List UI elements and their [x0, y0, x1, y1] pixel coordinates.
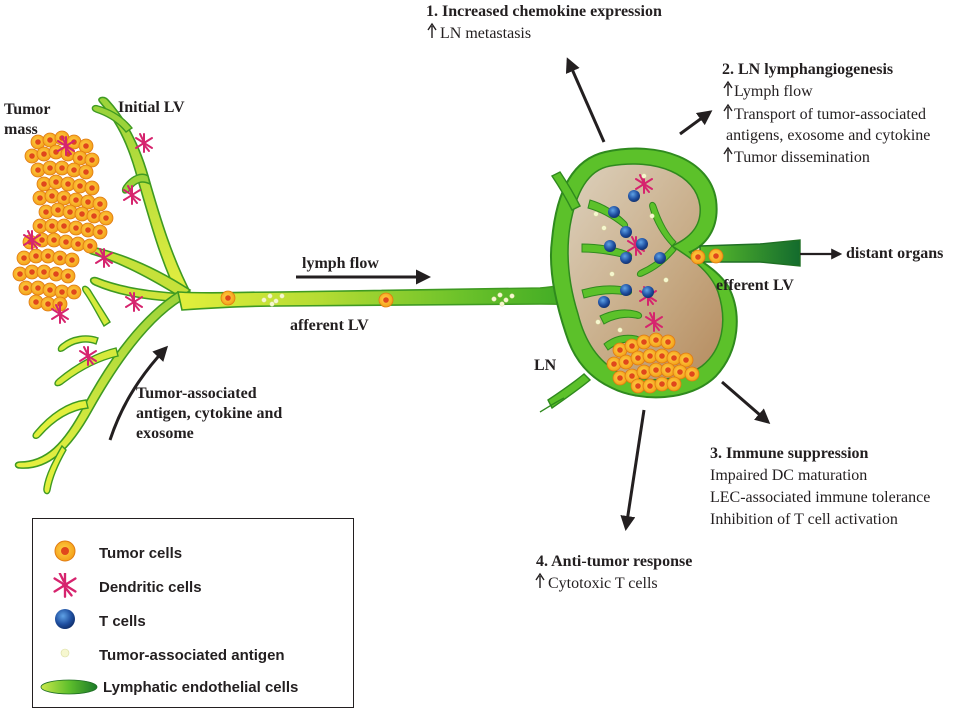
- label-afferent-lv: afferent LV: [290, 317, 369, 334]
- label-distant-organs: distant organs: [846, 245, 943, 262]
- label-tumor-antigen-2: antigen, cytokine and: [136, 405, 282, 422]
- label-tumor-mass-2: mass: [4, 121, 38, 138]
- label-ln: LN: [534, 357, 557, 374]
- effect-2-line-1: Lymph flow: [734, 83, 813, 100]
- effect-4-line-1: Cytotoxic T cells: [548, 575, 658, 592]
- effect-4: 4. Anti-tumor response Cytotoxic T cells: [535, 553, 692, 592]
- label-lymph-flow: lymph flow: [302, 255, 379, 272]
- legend-item-lec: Lymphatic endothelial cells: [33, 673, 353, 703]
- dendritic-cell-icon: [53, 573, 77, 598]
- effect-3: 3. Immune suppression Impaired DC matura…: [710, 445, 930, 528]
- effect-4-title: 4. Anti-tumor response: [536, 553, 692, 570]
- arrow-to-effect-1: [565, 57, 606, 143]
- legend: Tumor cells Dendritic cells T cells Tumo…: [32, 518, 354, 708]
- effect-2-line-3: antigens, exosome and cytokine: [726, 127, 930, 144]
- arrow-to-effect-2: [679, 110, 713, 136]
- effect-2: 2. LN lymphangiogenesis Lymph flow Trans…: [722, 61, 930, 166]
- tumor-cell-icon: [54, 540, 76, 562]
- legend-label: Dendritic cells: [99, 579, 202, 596]
- legend-item-tumor-cells: Tumor cells: [33, 539, 353, 569]
- up-arrow-icon: [427, 22, 437, 38]
- antigen-arrow: [108, 345, 169, 441]
- arrow-to-effect-4: [620, 409, 646, 531]
- up-arrow-icon: [723, 146, 733, 162]
- legend-label: Tumor cells: [99, 545, 183, 562]
- antigen-icon: [60, 648, 70, 658]
- legend-label: Lymphatic endothelial cells: [103, 679, 299, 696]
- legend-label: Tumor-associated antigen: [99, 647, 285, 664]
- effect-3-line-3: Inhibition of T cell activation: [710, 511, 898, 528]
- diagram-labels: Tumor mass Initial LV lymph flow afferen…: [4, 99, 943, 442]
- label-tumor-antigen-3: exosome: [136, 425, 194, 442]
- initial-lymphatic-vessels: [14, 96, 194, 495]
- effect-3-line-2: LEC-associated immune tolerance: [710, 489, 930, 506]
- legend-item-dendritic-cells: Dendritic cells: [33, 573, 353, 603]
- effect-2-title: 2. LN lymphangiogenesis: [722, 61, 893, 78]
- effect-1-title: 1. Increased chemokine expression: [426, 3, 662, 20]
- label-efferent-lv: efferent LV: [716, 277, 794, 294]
- label-tumor-antigen-1: Tumor-associated: [136, 385, 257, 402]
- effect-1: 1. Increased chemokine expression LN met…: [426, 3, 662, 42]
- arrow-to-effect-3: [721, 380, 771, 424]
- up-arrow-icon: [723, 80, 733, 96]
- arrows: [108, 57, 843, 531]
- lec-icon: [40, 679, 98, 695]
- label-initial-lv: Initial LV: [118, 99, 185, 116]
- effect-1-line-1: LN metastasis: [440, 25, 531, 42]
- legend-item-antigen: Tumor-associated antigen: [33, 641, 353, 671]
- afferent-lymphatic-vessel: [176, 278, 583, 311]
- up-arrow-icon: [535, 572, 545, 588]
- effect-2-line-2: Transport of tumor-associated: [734, 106, 926, 123]
- effect-3-title: 3. Immune suppression: [710, 445, 869, 462]
- up-arrow-icon: [723, 103, 733, 119]
- t-cell-icon: [55, 609, 75, 629]
- effect-2-line-4: Tumor dissemination: [734, 149, 870, 166]
- legend-item-t-cells: T cells: [33, 607, 353, 637]
- legend-label: T cells: [99, 613, 146, 630]
- label-tumor-mass-1: Tumor: [4, 101, 51, 118]
- effect-3-line-1: Impaired DC maturation: [710, 467, 867, 484]
